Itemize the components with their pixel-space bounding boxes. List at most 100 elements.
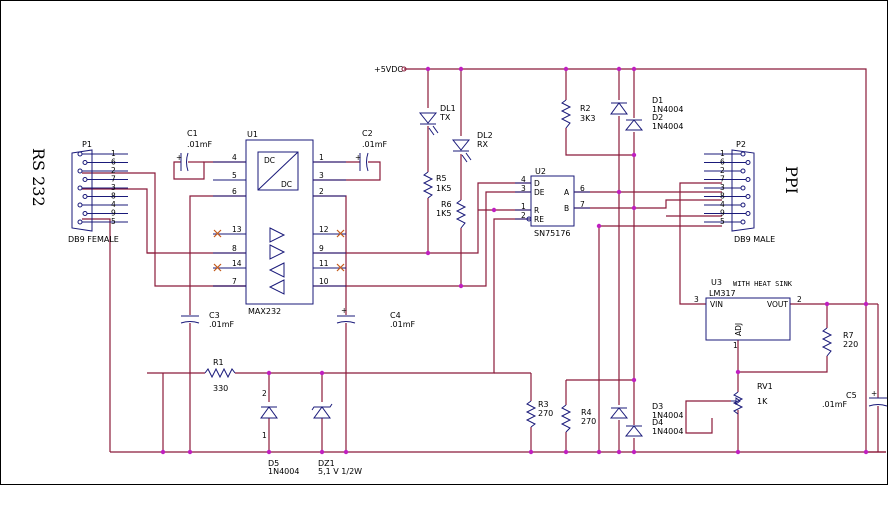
p2-pin-number: 2 (720, 166, 725, 175)
p1-pin-socket (82, 177, 88, 182)
c5-value: .01mF (822, 400, 848, 409)
no-connect-marks (213, 229, 345, 272)
p2-pin-socket (740, 151, 746, 157)
p1-pin-number: 3 (111, 183, 116, 192)
resistor-r1: R1 330 (204, 358, 236, 393)
u1-pin-number: 12 (319, 225, 329, 234)
r6-ref: R6 (441, 200, 452, 209)
svg-text:+: + (341, 306, 347, 315)
led-dl2: DL2 RX (451, 131, 493, 163)
u2-pin-label: RE (534, 215, 544, 224)
p1-pin-number: 6 (111, 158, 116, 167)
p2-name: DB9 MALE (734, 235, 775, 244)
c5-ref: C5 (846, 391, 857, 400)
page-frame (0, 0, 888, 485)
u1-pin-number: 5 (232, 171, 237, 180)
p1-pin-socket (77, 168, 83, 174)
p1-pin-socket (77, 202, 83, 208)
p2-pin-socket (745, 194, 751, 199)
u2-pin-number: 6 (580, 184, 585, 193)
diode-d3: D3 1N4004 (609, 402, 683, 420)
p2-pin-number: 4 (720, 200, 725, 209)
potentiometer-rv1: RV1 1K (731, 382, 773, 415)
ppi-label: PPI (782, 166, 801, 194)
resistor-r4: R4 270 (560, 404, 596, 433)
p2-body (731, 149, 755, 232)
u3-pin-vout: 2 (797, 295, 802, 304)
u3-ref: U3 (711, 278, 722, 287)
c3-ref: C3 (209, 311, 220, 320)
u3-pin-vin: 3 (694, 295, 699, 304)
wires (82, 68, 886, 453)
buffer-3 (268, 262, 285, 278)
diode-d5: 2 1 D5 1N4004 (260, 389, 299, 476)
d1-ref: D1 (652, 96, 663, 105)
dcdc-box (257, 151, 299, 191)
r5-value: 1K5 (436, 184, 451, 193)
buffer-4 (268, 279, 285, 295)
p2-pin-socket (740, 202, 746, 208)
r3-ref: R3 (538, 400, 549, 409)
p1-pin-number: 4 (111, 200, 116, 209)
u3-adj: ADJ (734, 323, 743, 336)
dl2-label: RX (477, 140, 489, 149)
d3-ref: D3 (652, 402, 663, 411)
p1-pin-socket (82, 211, 88, 216)
r6-value: 1K5 (436, 209, 451, 218)
capacitor-c5: C5 .01mF + (822, 389, 888, 409)
p1-pin-socket (82, 194, 88, 199)
u1-pin-number: 11 (319, 259, 329, 268)
u2-pin-label: B (564, 204, 569, 213)
p1-pin-socket (82, 160, 88, 165)
u1-pin-number: 2 (319, 187, 324, 196)
p2-ref: P2 (736, 140, 746, 149)
c3-value: .01mF (209, 320, 235, 329)
p1-ref: P1 (82, 140, 92, 149)
diode-d4: D4 1N4004 (624, 418, 683, 437)
p1-pin-number: 9 (111, 209, 116, 218)
c1-value: .01mF (187, 140, 213, 149)
u1-ref: U1 (247, 130, 258, 139)
p1-body (71, 149, 93, 232)
u2-pin-label: A (564, 188, 570, 197)
r5-ref: R5 (436, 174, 447, 183)
dz1-ref: DZ1 (318, 459, 335, 468)
capacitor-c4: + C4 .01mF (336, 306, 416, 329)
p1-pin-number: 5 (111, 217, 116, 226)
p1-pin-number: 7 (111, 175, 116, 184)
svg-text:+: + (355, 153, 361, 162)
u3-name: LM317 (709, 289, 736, 298)
u2-pin-number: 4 (521, 175, 526, 184)
resistor-r7: R7 220 (821, 327, 858, 357)
p1-pin-socket (77, 151, 83, 157)
d5-ref: D5 (268, 459, 279, 468)
d1-value: 1N4004 (652, 105, 683, 114)
capacitor-c3: C3 .01mF (180, 311, 235, 329)
c2-ref: C2 (362, 129, 373, 138)
diode-d1: D1 1N4004 (610, 96, 683, 115)
resistor-r5: R5 1K5 (422, 171, 451, 199)
r4-ref: R4 (581, 408, 592, 417)
p2-pin-socket (740, 219, 746, 225)
u1-pin-number: 14 (232, 259, 242, 268)
u3-pin-adj: 1 (733, 341, 738, 350)
p2-pin-number: 5 (720, 217, 725, 226)
p1-pin-socket (77, 185, 83, 191)
u2-pin-number: 1 (521, 202, 526, 211)
rv1-value: 1K (757, 397, 768, 406)
dc-in-label: DC (264, 156, 275, 165)
r7-value: 220 (843, 340, 858, 349)
c4-ref: C4 (390, 311, 401, 320)
u1-pin-number: 10 (319, 277, 329, 286)
d2-ref: D2 (652, 113, 663, 122)
u1-pin-number: 6 (232, 187, 237, 196)
p2-pin-number: 6 (720, 158, 725, 167)
u3-vin: VIN (710, 300, 723, 309)
u1-pin-number: 3 (319, 171, 324, 180)
p2-pin-number: 1 (720, 149, 725, 158)
u2-body (530, 175, 575, 227)
dl1-label: TX (439, 113, 451, 122)
d2-value: 1N4004 (652, 122, 683, 131)
capacitor-c1: C1 .01mF + (176, 129, 213, 172)
